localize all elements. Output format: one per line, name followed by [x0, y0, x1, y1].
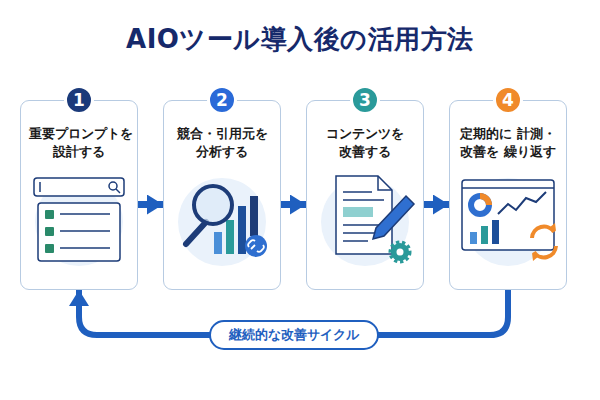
step-label: 重要プロンプトを 設計する — [21, 125, 137, 161]
step-number: 4 — [493, 85, 523, 115]
number-text: 3 — [359, 90, 371, 110]
flow-arrow — [138, 201, 163, 208]
number-text: 2 — [216, 90, 228, 110]
number-text: 1 — [73, 90, 85, 110]
step-panel: 競合・引用元を 分析する2 — [163, 100, 281, 290]
step-panel: 重要プロンプトを 設計する1 — [20, 100, 138, 290]
cycle-label: 継続的な改善サイクル — [209, 320, 379, 350]
step-panel: コンテンツを 改善する3 — [306, 100, 424, 290]
step-label: 定期的に 計測・改善を 繰り返す — [450, 125, 566, 161]
step-number: 2 — [207, 85, 237, 115]
step-label: コンテンツを 改善する — [307, 125, 423, 161]
number-text: 4 — [502, 90, 514, 110]
step-number: 3 — [350, 85, 380, 115]
step-panel: 定期的に 計測・改善を 繰り返す4 — [449, 100, 567, 290]
flow-arrow — [424, 201, 449, 208]
diagram-title: AIOツール導入後の活用方法 — [0, 22, 600, 57]
flow-arrow — [281, 201, 306, 208]
step-label: 競合・引用元を 分析する — [164, 125, 280, 161]
step-number: 1 — [64, 85, 94, 115]
